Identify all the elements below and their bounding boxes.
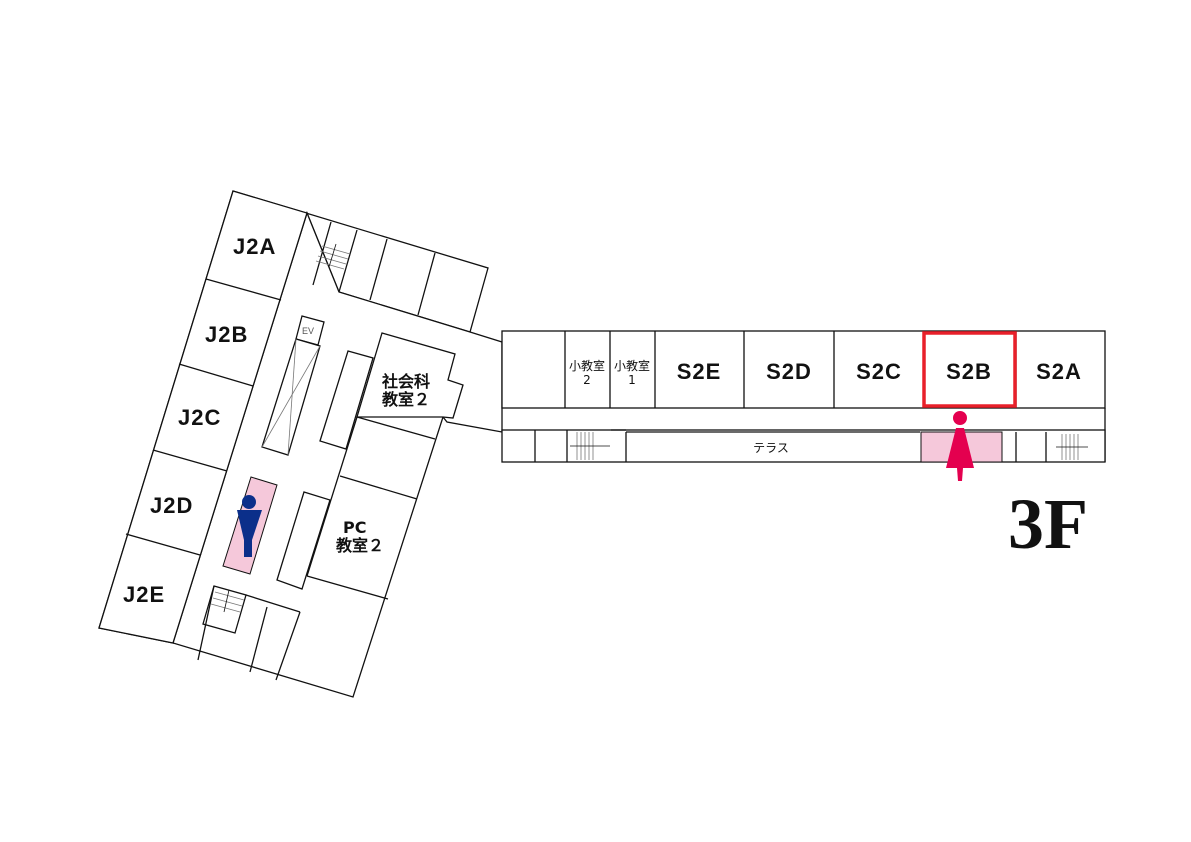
room-j2d[interactable]: J2D	[150, 493, 193, 518]
small-room-2-line2[interactable]: 2	[583, 373, 591, 387]
female-icon	[946, 411, 974, 481]
highlighted-room-s2b[interactable]	[922, 331, 1017, 408]
room-j2c[interactable]: J2C	[178, 405, 221, 430]
small-room-1-line2[interactable]: 1	[628, 373, 636, 387]
male-icon	[237, 495, 262, 557]
small-room-1-line1[interactable]: 小教室	[614, 358, 650, 373]
room-j2a[interactable]: J2A	[233, 234, 276, 259]
room-s2c[interactable]: S2C	[856, 359, 902, 384]
elevator-label: EV	[302, 326, 314, 336]
stairs-icon	[315, 243, 351, 270]
room-j2e[interactable]: J2E	[123, 582, 165, 607]
small-room-2-line1[interactable]: 小教室	[569, 358, 605, 373]
room-s2a[interactable]: S2A	[1036, 359, 1082, 384]
stairs-icon	[1056, 434, 1088, 460]
terrace-label: テラス	[753, 441, 789, 455]
room-s2d[interactable]: S2D	[766, 359, 812, 384]
room-s2b[interactable]: S2B	[946, 359, 992, 384]
room-j2b[interactable]: J2B	[205, 322, 248, 347]
social-studies-room-line1[interactable]: 社会科	[381, 372, 430, 391]
pc-room-line1[interactable]: PC	[343, 518, 366, 537]
room-s2e[interactable]: S2E	[677, 359, 722, 384]
social-studies-room-line2[interactable]: 教室２	[382, 390, 430, 409]
floor-label: 3F	[1008, 484, 1088, 564]
stairs-icon	[570, 432, 610, 460]
west-wing: EV	[98, 190, 503, 698]
pc-room-line2[interactable]: 教室２	[336, 536, 384, 555]
east-wing	[501, 330, 1106, 481]
stairs-icon	[210, 589, 245, 613]
